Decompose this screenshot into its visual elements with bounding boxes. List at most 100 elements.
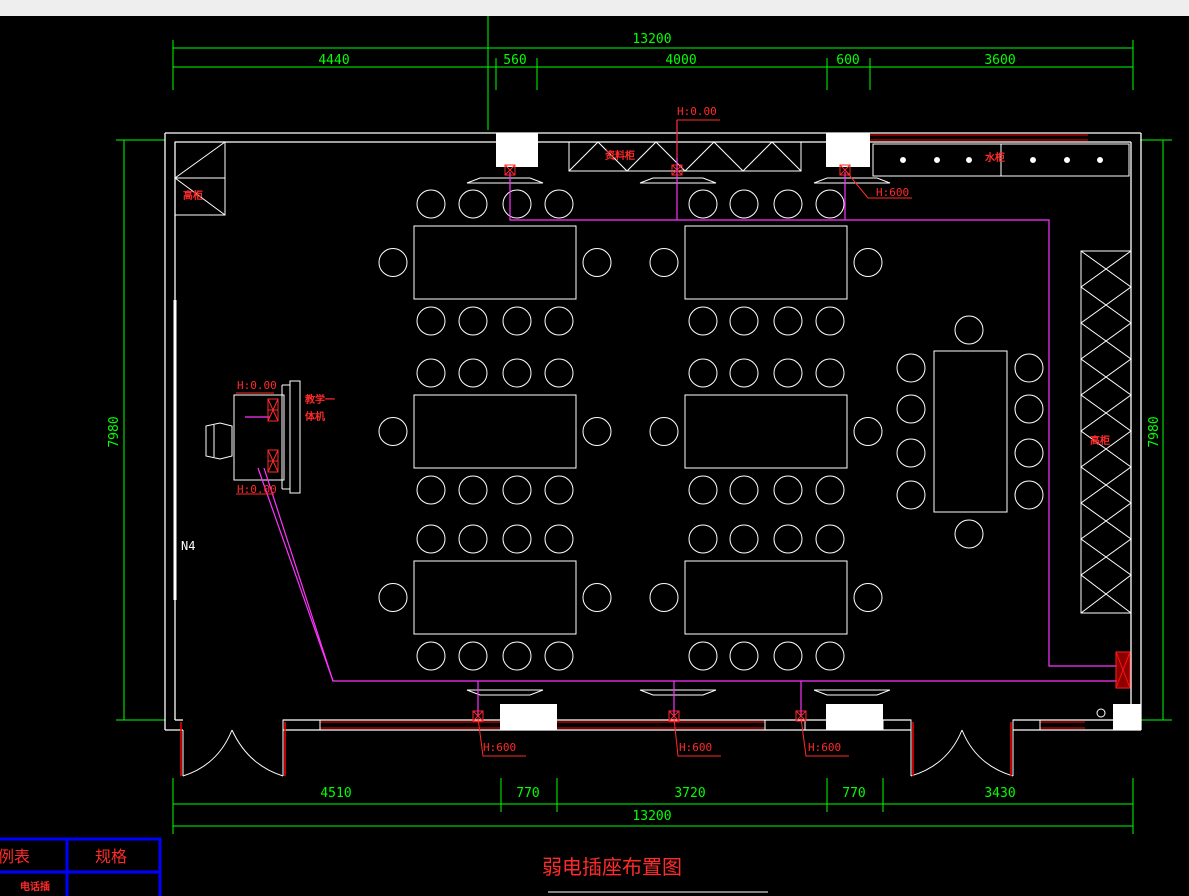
student-chair [416, 189, 446, 219]
wall-mounts [466, 177, 1106, 718]
room-walls [164, 132, 1142, 731]
bottom-dimension-2: 770 [516, 786, 539, 801]
student-chair [378, 248, 408, 277]
teaching-machine-label-2: 体机 [305, 410, 325, 423]
student-chair [729, 358, 759, 388]
height-tag-bottom-left: H:600 [483, 741, 516, 754]
student-chair [815, 524, 845, 554]
height-tag-bottom-right: H:600 [808, 741, 841, 754]
student-chair [502, 524, 532, 554]
right-high-cabinet [1080, 250, 1132, 614]
student-chair [378, 583, 408, 612]
student-table [413, 225, 577, 300]
student-chair [815, 358, 845, 388]
student-chair [688, 358, 718, 388]
water-cabinet-label: 水柜 [984, 151, 1005, 164]
teaching-machine [281, 380, 301, 494]
student-chair [544, 524, 574, 554]
bottom-windows [320, 134, 1088, 729]
student-chair [773, 358, 803, 388]
student-table [684, 560, 848, 635]
student-chair [688, 189, 718, 219]
right-cabinet-label: 高柜 [1090, 434, 1110, 447]
student-chair [853, 583, 883, 612]
window-white-blocks [282, 719, 1041, 731]
student-chair [502, 189, 532, 219]
right-height-dimension: 7980 [1147, 416, 1162, 447]
structural-columns [496, 133, 1141, 730]
student-chair [582, 248, 612, 277]
student-chair [853, 417, 883, 446]
legend-header-1: 例表 [0, 847, 30, 866]
student-chair [729, 641, 759, 671]
teacher-desk [205, 394, 285, 481]
north-mark-label: N4 [181, 539, 195, 553]
student-chair [688, 524, 718, 554]
student-chair [773, 189, 803, 219]
student-chair [773, 524, 803, 554]
student-chair [544, 641, 574, 671]
student-chair [544, 475, 574, 505]
student-tables [378, 189, 883, 671]
bottom-total-dimension: 13200 [632, 809, 671, 824]
door-right [910, 729, 1014, 777]
height-tag-desk-bottom: H:0.00 [237, 483, 277, 496]
student-chair [458, 358, 488, 388]
student-chair [544, 306, 574, 336]
top-dimension-1: 4440 [318, 53, 349, 68]
student-chair [688, 306, 718, 336]
student-chair [853, 248, 883, 277]
student-chair [773, 641, 803, 671]
top-dimension-5: 3600 [984, 53, 1015, 68]
bottom-dimension-3: 3720 [674, 786, 705, 801]
student-chair [729, 306, 759, 336]
bottom-dimension-5: 3430 [984, 786, 1015, 801]
top-left-cabinet-label: 高柜 [183, 189, 203, 202]
drawing-title: 弱电插座布置图 [542, 855, 682, 879]
top-cabinet-label: 资料柜 [605, 149, 635, 162]
height-tag-desk-top: H:0.00 [237, 379, 277, 392]
student-chair [458, 524, 488, 554]
height-tag-top-center: H:0.00 [677, 105, 717, 118]
student-chair [582, 583, 612, 612]
student-chair [416, 358, 446, 388]
height-tag-leaders [236, 119, 912, 757]
student-chair [416, 524, 446, 554]
height-tag-top-right: H:600 [876, 186, 909, 199]
student-chair [688, 475, 718, 505]
student-chair [773, 306, 803, 336]
cable-routes [245, 120, 1117, 717]
student-table [684, 225, 848, 300]
bottom-dimension-1: 4510 [320, 786, 351, 801]
top-left-high-cabinet [174, 141, 226, 216]
student-chair [815, 641, 845, 671]
student-table [413, 394, 577, 469]
student-table [413, 560, 577, 635]
student-chair [502, 641, 532, 671]
legend-header-2: 规格 [95, 847, 127, 866]
weak-current-outlets [267, 164, 1131, 722]
student-chair [458, 641, 488, 671]
student-chair [582, 417, 612, 446]
student-chair [458, 189, 488, 219]
left-height-dimension: 7980 [107, 416, 122, 447]
student-chair [688, 641, 718, 671]
student-chair [502, 306, 532, 336]
right-dimension-line [1140, 139, 1172, 721]
student-chair [416, 475, 446, 505]
water-cabinet [872, 143, 1130, 177]
outlet-fills [1116, 652, 1130, 688]
student-chair [729, 475, 759, 505]
water-cabinet-fixtures [900, 157, 1103, 163]
door-right-frame [912, 722, 1012, 776]
student-chair [815, 475, 845, 505]
student-chair [502, 475, 532, 505]
bottom-dimension-lines [172, 778, 1134, 834]
student-chair [458, 475, 488, 505]
student-chair [458, 306, 488, 336]
top-file-cabinet [568, 141, 802, 172]
student-chair [378, 417, 408, 446]
legend-table [0, 837, 162, 896]
student-chair [729, 524, 759, 554]
